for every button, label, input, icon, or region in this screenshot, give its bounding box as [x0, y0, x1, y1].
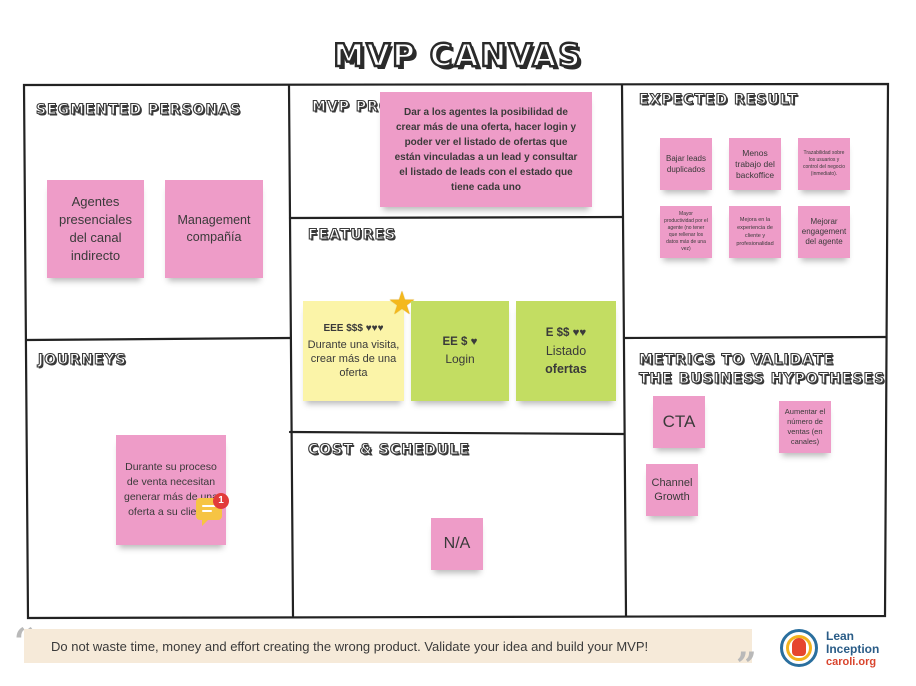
sticky-note-feature-3[interactable]: E $$ ♥♥ Listado ofertas — [516, 301, 616, 401]
logo-line-1: Lean — [826, 629, 855, 643]
lean-inception-logo-text: Lean Inception caroli.org — [826, 630, 906, 668]
result-1-text: Bajar leads duplicados — [665, 154, 707, 174]
sticky-note-feature-1[interactable]: EEE $$$ ♥♥♥ Durante una visita, crear má… — [303, 301, 404, 401]
close-quote-mark: ” — [736, 645, 757, 686]
sticky-note-cost-1[interactable]: N/A — [431, 518, 483, 570]
section-title-metrics-line2: THE BUSINESS HYPOTHESES — [638, 370, 886, 387]
feature-2-text: Login — [445, 352, 475, 366]
sticky-note-result-2[interactable]: Menos trabajo del backoffice — [729, 138, 781, 190]
result-4-text: Mayor productividad por el agente (no te… — [664, 211, 708, 252]
metric-3-text: Channel Growth — [651, 477, 693, 503]
sticky-note-persona-2[interactable]: Management compañía — [165, 180, 263, 278]
feature-2-rating: EE $ ♥ — [442, 336, 478, 348]
section-title-segmented-personas: SEGMENTED PERSONAS — [35, 101, 242, 118]
sticky-note-metric-1[interactable]: CTA — [653, 396, 705, 448]
metric-2-text: Aumentar el número de ventas (en canales… — [784, 407, 826, 446]
feature-1-rating: EEE $$$ ♥♥♥ — [323, 323, 384, 334]
mvp-proposal-text: Dar a los agentes la posibilidad de crea… — [394, 106, 578, 193]
sticky-note-result-3[interactable]: Trazabilidad sobre los usuarios y contro… — [798, 138, 850, 190]
sticky-note-journey-1[interactable]: Durante su proceso de venta necesitan ge… — [116, 435, 226, 545]
lean-inception-logo-icon — [780, 629, 818, 667]
footer-message: Do not waste time, money and effort crea… — [51, 638, 649, 654]
result-5-text: Mejora en la experiencia de cliente y pr… — [736, 217, 774, 247]
feature-3-text-1: Listado — [545, 344, 587, 358]
result-6-text: Mejorar engagement del agente — [801, 217, 847, 246]
metric-1-text: CTA — [662, 412, 696, 431]
footer-message-bar: Do not waste time, money and effort crea… — [24, 629, 752, 663]
result-2-text: Menos trabajo del backoffice — [735, 147, 775, 180]
sticky-note-mvp-proposal[interactable]: Dar a los agentes la posibilidad de crea… — [380, 92, 592, 207]
feature-3-text-2: ofertas — [545, 362, 587, 376]
section-title-journeys: JOURNEYS — [37, 351, 127, 368]
sticky-note-result-1[interactable]: Bajar leads duplicados — [660, 138, 712, 190]
sticky-note-result-5[interactable]: Mejora en la experiencia de cliente y pr… — [729, 206, 781, 258]
result-3-text: Trazabilidad sobre los usuarios y contro… — [803, 150, 845, 177]
section-title-metrics-line1: METRICS TO VALIDATE — [638, 351, 835, 368]
sticky-note-feature-2[interactable]: EE $ ♥ Login — [411, 301, 509, 401]
journey-1-text: Durante su proceso de venta necesitan ge… — [124, 461, 218, 518]
section-title-cost-schedule: COST & SCHEDULE — [307, 441, 470, 458]
section-title-features: FEATURES — [307, 226, 397, 243]
section-title-mvp-proposal: MVP PRO — [311, 98, 392, 115]
sticky-note-metric-3[interactable]: Channel Growth — [646, 464, 698, 516]
sticky-note-result-4[interactable]: Mayor productividad por el agente (no te… — [660, 206, 712, 258]
sticky-note-persona-1[interactable]: Agentes presenciales del canal indirecto — [47, 180, 144, 278]
cost-1-text: N/A — [443, 535, 471, 552]
persona-1-text: Agentes presenciales del canal indirecto — [59, 194, 132, 263]
page-title: MVP CANVAS — [332, 37, 583, 75]
logo-url: caroli.org — [826, 656, 877, 668]
sticky-note-metric-2[interactable]: Aumentar el número de ventas (en canales… — [779, 401, 831, 453]
persona-2-text: Management compañía — [177, 213, 251, 244]
comment-count-badge: 1 — [213, 493, 229, 509]
logo-line-2: Inception — [826, 642, 880, 656]
section-title-expected-result: EXPECTED RESULT — [638, 91, 799, 108]
feature-3-rating: E $$ ♥♥ — [545, 327, 587, 339]
sticky-note-result-6[interactable]: Mejorar engagement del agente — [798, 206, 850, 258]
feature-1-text: Durante una visita, crear más de una ofe… — [307, 339, 400, 379]
